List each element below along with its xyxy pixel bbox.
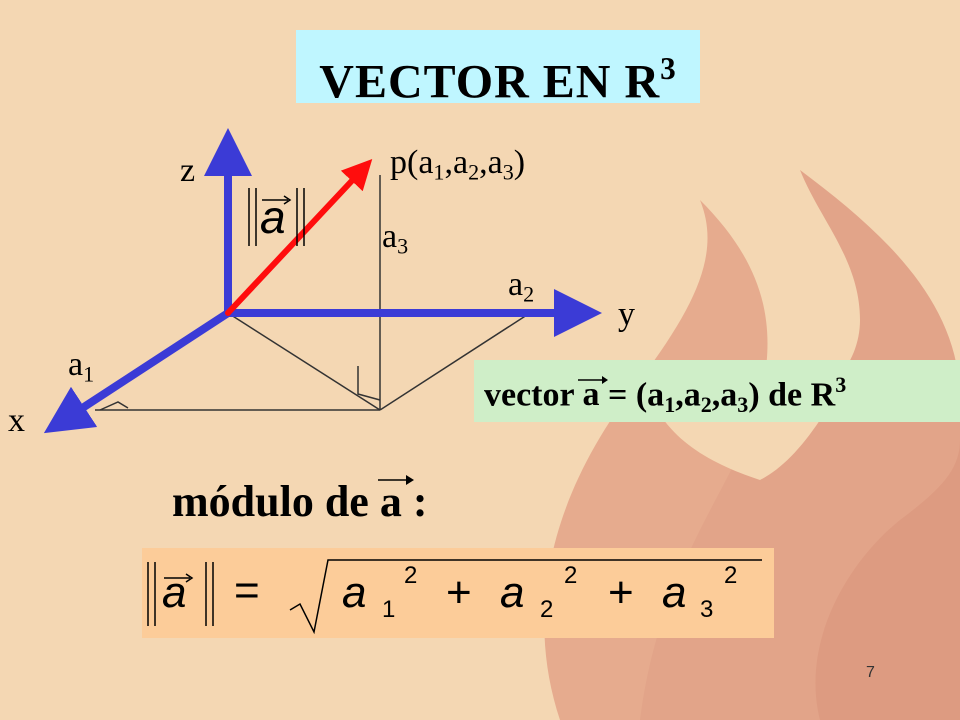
vector-arrow-icon [578,376,609,385]
label-x: x [8,402,25,439]
origin-point [225,310,231,316]
formula-strokes [147,559,762,635]
right-angle-mark [357,366,381,401]
vector-definition: vector a = (a1,a2,a3) de R3 [484,372,847,417]
angle-mark-x [99,401,129,411]
formula-term3-var: a [662,568,687,617]
label-y: y [618,296,635,333]
flame-shape-right [815,440,960,720]
formula-equals: = [234,566,260,615]
formula-plus1: + [446,568,472,617]
modulo-heading: módulo de a : [172,475,427,527]
formula-plus2: + [608,568,634,617]
x-axis [43,309,231,434]
formula-term3-exp: 2 [724,562,738,589]
diagonal-line [227,312,381,411]
formula-term2-exp: 2 [564,562,578,589]
label-z: z [180,152,196,189]
sqrt-sign [289,559,762,635]
vector-a [225,159,373,316]
norm-vector-arrowhead [283,195,292,205]
label-a2: a2 [508,266,535,307]
formula-term1-sub: 1 [382,596,396,623]
norm-symbol-a: a [260,191,286,243]
parallel-y-line [379,312,531,411]
formula-lhs-var: a [162,568,187,617]
formula-term1-var: a [342,568,367,617]
formula-term3-sub: 3 [700,596,714,623]
label-point-p: p(a1,a2,a3) [390,144,526,185]
formula-term2-sub: 2 [540,596,554,623]
slide-title: VECTOR EN R3 [319,51,677,109]
vector-arrow-icon [377,475,414,485]
title-box [296,30,700,103]
page-number: 7 [866,664,875,681]
vector-definition-box [474,360,960,422]
formula-term2-var: a [500,568,525,617]
label-a3: a3 [382,218,409,259]
formula-term1-exp: 2 [404,562,418,589]
formula-box [142,548,774,638]
label-a1: a1 [68,346,95,387]
